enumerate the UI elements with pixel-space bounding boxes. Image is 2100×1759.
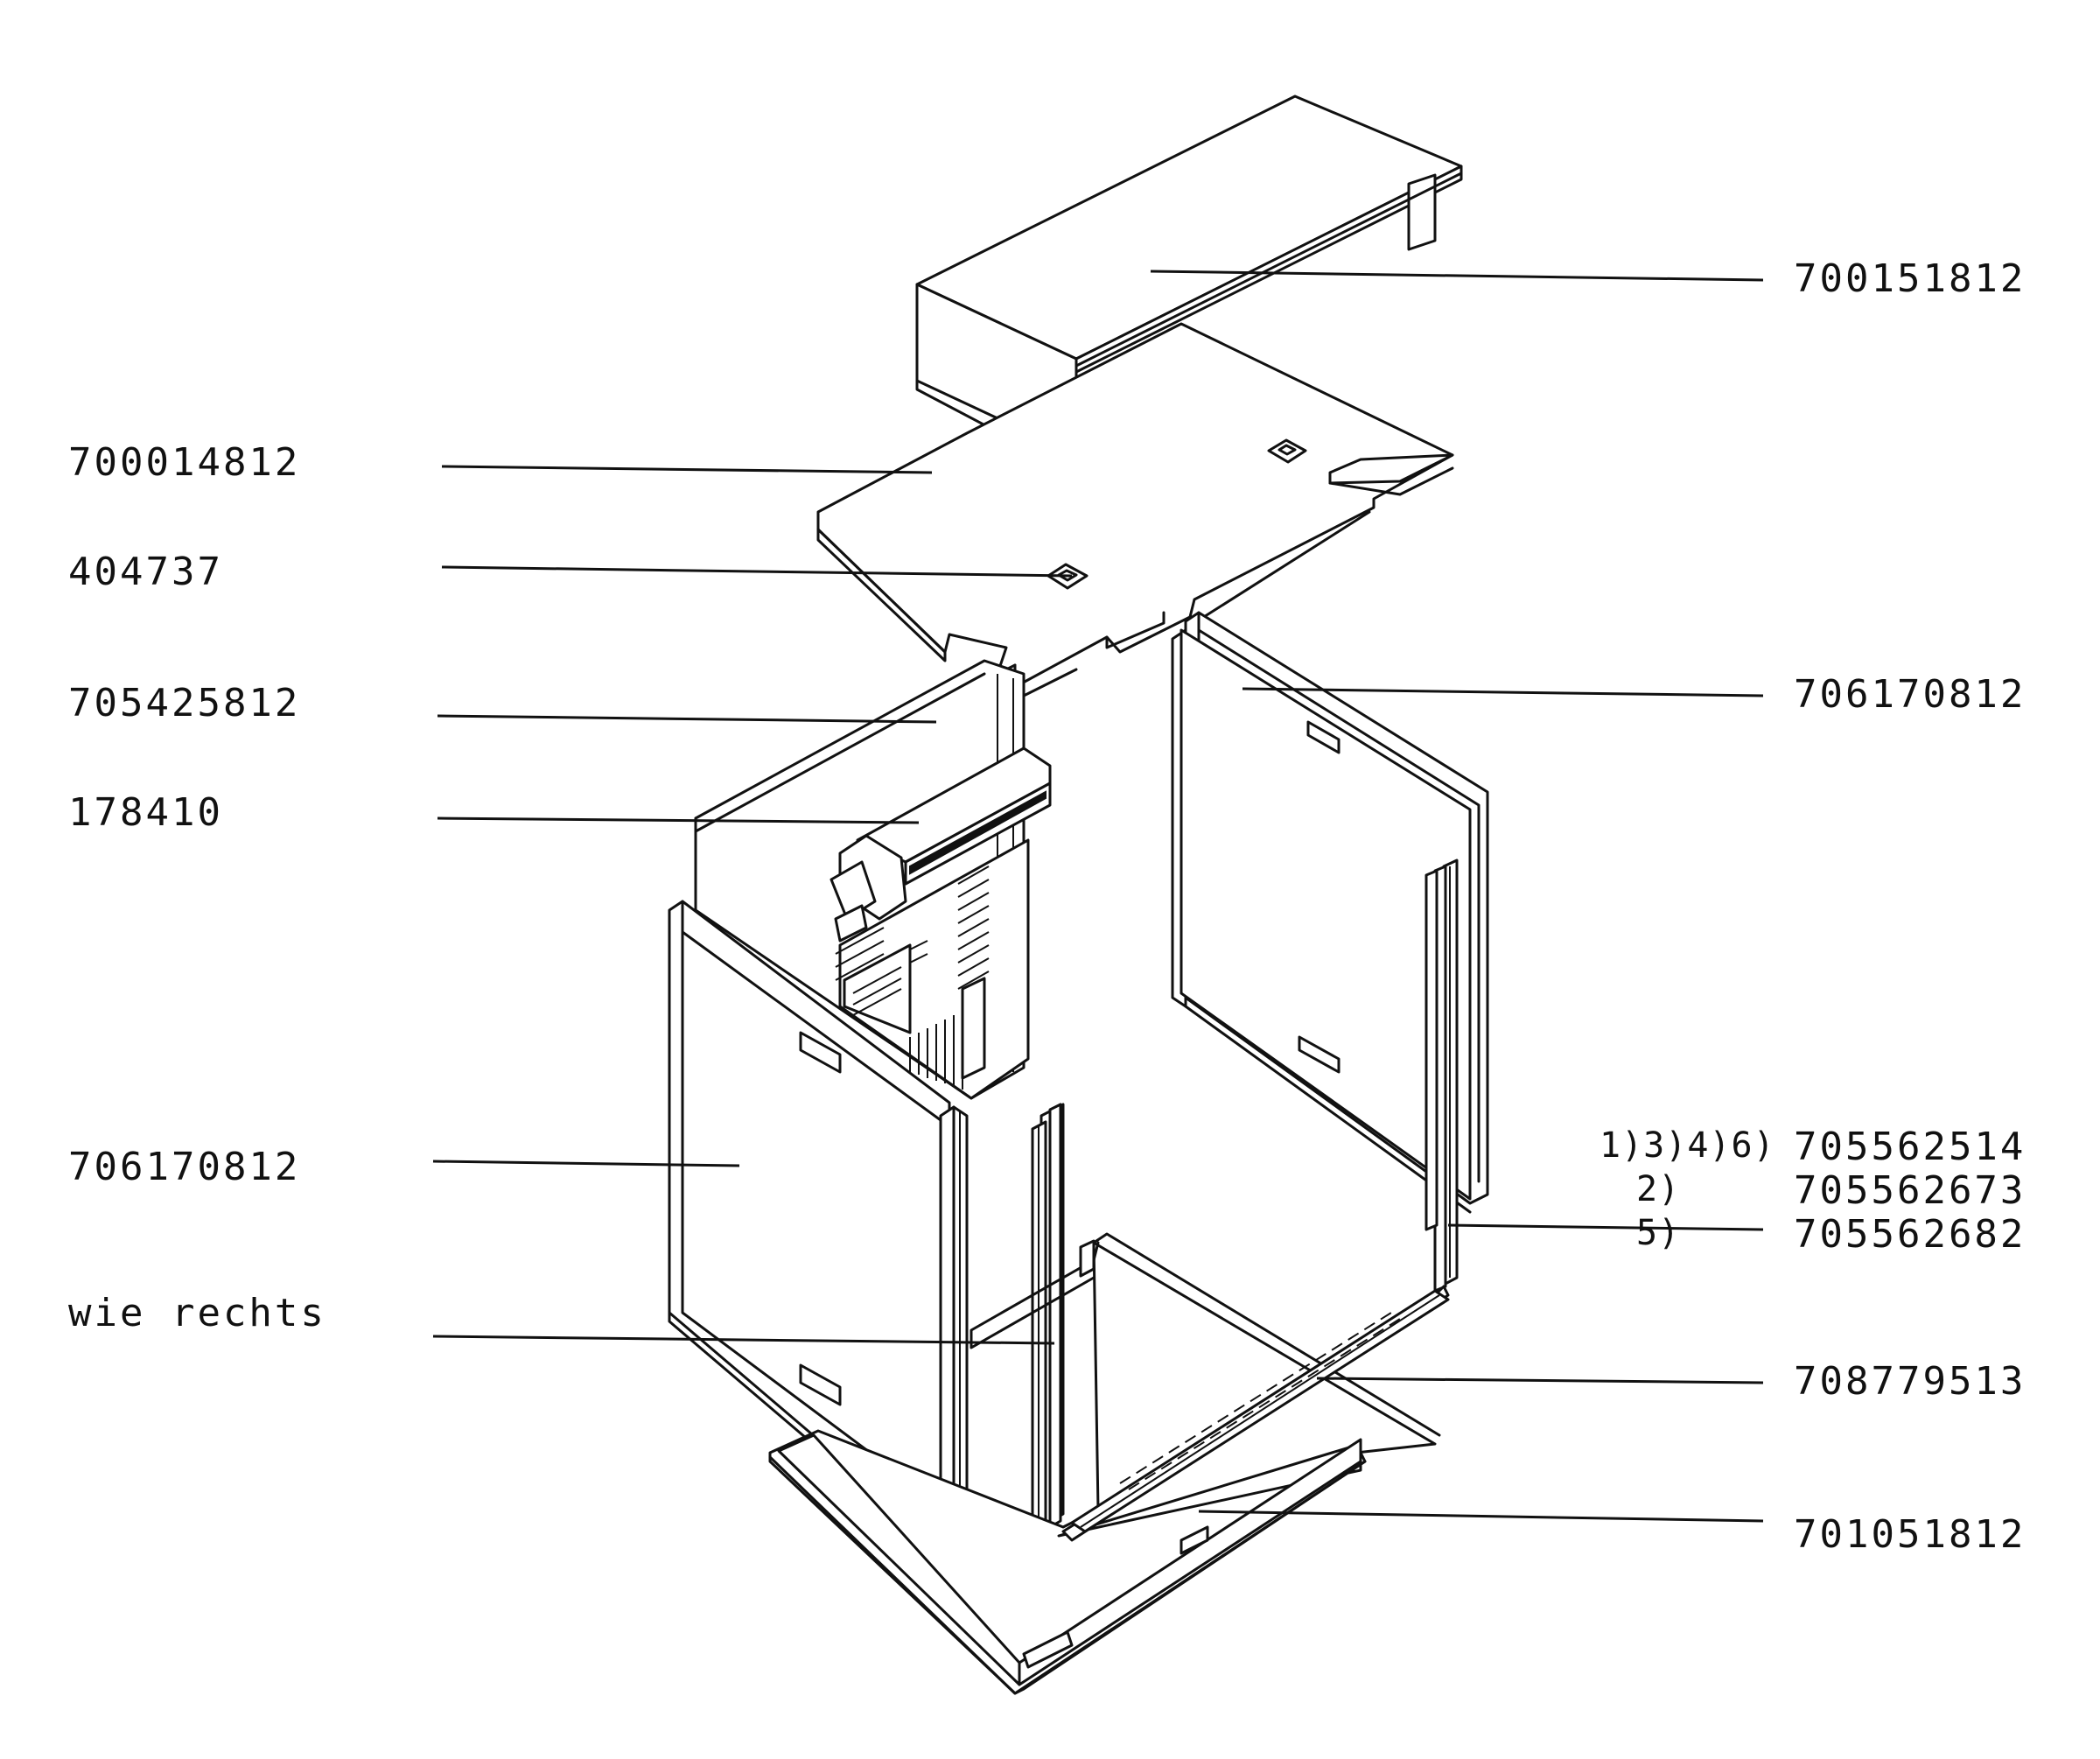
label-profile-5-prefix: 5) (1636, 1213, 1680, 1253)
right-side-panel-part (1171, 611, 1489, 1293)
top-cover-part (915, 95, 1463, 461)
label-cover: 700151812 (1794, 256, 2026, 301)
leader-right-side (1242, 687, 1764, 697)
label-back-panel: 705425812 (68, 681, 300, 725)
leader-module (437, 816, 920, 824)
leader-top-panel (441, 465, 933, 474)
label-profile-2-prefix: 2) (1636, 1169, 1680, 1209)
module-part (830, 746, 1052, 1100)
leader-profile (1447, 1223, 1764, 1231)
label-module: 178410 (68, 790, 223, 835)
nut-upper (1267, 438, 1307, 464)
labels-left: 700014812 404737 705425812 178410 706170… (68, 440, 326, 1335)
label-rail: 708779513 (1794, 1359, 2026, 1404)
label-left-side: 706170812 (68, 1145, 300, 1189)
label-profile-1: 705562514 (1794, 1125, 2026, 1169)
rail-part (1061, 1285, 1450, 1542)
label-profile-5: 705562682 (1794, 1212, 2026, 1257)
leader-left-side (432, 1160, 740, 1167)
label-right-side: 706170812 (1794, 672, 2026, 717)
leader-rail (1316, 1377, 1764, 1384)
label-top-panel: 700014812 (68, 440, 300, 485)
leader-bottom (1198, 1510, 1764, 1523)
labels-right: 700151812 706170812 1)3)4)6) 705562514 2… (1600, 256, 2026, 1557)
label-bottom: 701051812 (1794, 1512, 2026, 1557)
label-profile-1-prefix: 1)3)4)6) (1600, 1125, 1775, 1166)
label-nut: 404737 (68, 550, 223, 594)
top-panel-part (816, 322, 1454, 702)
leader-like-right (432, 1335, 1055, 1345)
leader-back-panel (437, 714, 937, 724)
label-like-right: wie rechts (68, 1291, 326, 1335)
leader-nut (441, 565, 1073, 578)
front-profile-part (1031, 1103, 1065, 1566)
leader-cover (1150, 270, 1764, 282)
label-profile-2: 705562673 (1794, 1168, 2026, 1213)
leader-lines (432, 270, 1764, 1523)
